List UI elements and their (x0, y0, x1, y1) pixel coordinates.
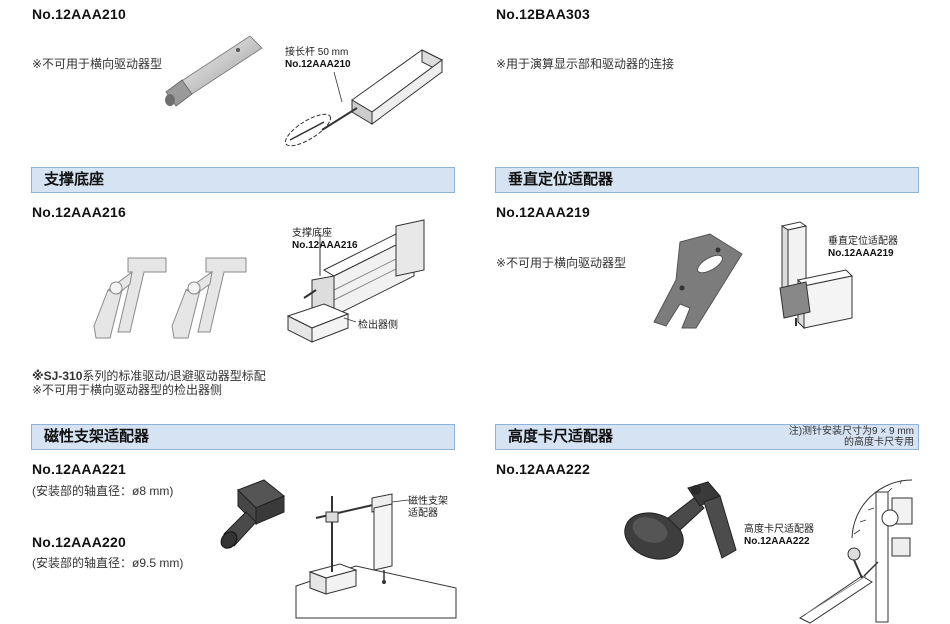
magnetic-adapter-diagram (295, 493, 457, 619)
magnetic-adapter-spec-1: (安装部的轴直径：ø8 mm) (32, 484, 174, 498)
ext-rod-part-number: No.12AAA210 (32, 6, 127, 22)
support-base-note-1-bold: ※SJ-310 (32, 369, 83, 383)
height-gauge-title: 高度卡尺适配器 (508, 428, 614, 445)
height-gauge-callout-part: No.12AAA222 (744, 536, 810, 547)
height-gauge-diagram (799, 479, 913, 624)
vertical-adapter-photo (653, 233, 743, 329)
display-link-note: ※用于演算显示部和驱动器的连接 (496, 57, 675, 71)
support-base-part-number: No.12AAA216 (32, 204, 127, 220)
magnetic-adapter-callout-line-1: 磁性支架 (408, 496, 448, 507)
height-gauge-section-header: 高度卡尺适配器 注)测针安装尺寸为9 × 9 mm 的高度卡尺专用 (495, 424, 919, 450)
vertical-adapter-note: ※不可用于横向驱动器型 (496, 256, 627, 270)
magnetic-adapter-section-header: 磁性支架适配器 (31, 424, 455, 450)
support-base-note-1: ※SJ-310系列的标准驱动/退避驱动器型标配 (32, 369, 266, 383)
support-base-note-2: ※不可用于横向驱动器型的检出器侧 (32, 383, 223, 397)
magnetic-adapter-part-number-1: No.12AAA221 (32, 461, 127, 477)
vertical-adapter-title: 垂直定位适配器 (508, 171, 614, 188)
support-base-callout-part: No.12AAA216 (292, 240, 358, 251)
vertical-adapter-callout-part: No.12AAA219 (828, 248, 894, 259)
vertical-adapter-callout-label: 垂直定位适配器 (828, 236, 898, 247)
magnetic-adapter-title: 磁性支架适配器 (44, 428, 150, 445)
magnetic-adapter-photo (220, 479, 285, 549)
height-gauge-callout-label: 高度卡尺适配器 (744, 524, 814, 535)
display-link-part-number: No.12BAA303 (496, 6, 591, 22)
height-gauge-bar-note-line-2: 的高度卡尺专用 (844, 437, 914, 448)
support-base-note-1-rest: 系列的标准驱动/退避驱动器型标配 (82, 369, 266, 383)
height-gauge-bar-note: 注)测针安装尺寸为9 × 9 mm 的高度卡尺专用 (789, 426, 914, 448)
vertical-adapter-diagram (779, 221, 854, 330)
height-gauge-part-number: No.12AAA222 (496, 461, 591, 477)
magnetic-adapter-callout-line-2: 适配器 (408, 508, 438, 519)
height-gauge-photo (624, 481, 737, 560)
support-base-title: 支撑底座 (44, 171, 105, 188)
magnetic-adapter-part-number-2: No.12AAA220 (32, 534, 127, 550)
vertical-adapter-part-number: No.12AAA219 (496, 204, 591, 220)
ext-rod-callout-part: No.12AAA210 (285, 59, 351, 70)
ext-rod-note: ※不可用于横向驱动器型 (32, 57, 163, 71)
height-gauge-bar-note-line-1: 注)测针安装尺寸为9 × 9 mm (788, 426, 914, 437)
ext-rod-photo (165, 35, 263, 107)
support-base-callout-label: 支撑底座 (292, 228, 332, 239)
magnetic-adapter-spec-2: (安装部的轴直径：ø9.5 mm) (32, 556, 184, 570)
support-base-side-label: 检出器侧 (358, 320, 398, 331)
vertical-adapter-section-header: 垂直定位适配器 (495, 167, 919, 193)
support-base-diagram (286, 219, 425, 343)
ext-rod-callout-label: 接长杆 50 mm (285, 47, 349, 58)
ext-rod-diagram (284, 49, 443, 147)
support-base-photo (93, 257, 247, 339)
support-base-section-header: 支撑底座 (31, 167, 455, 193)
